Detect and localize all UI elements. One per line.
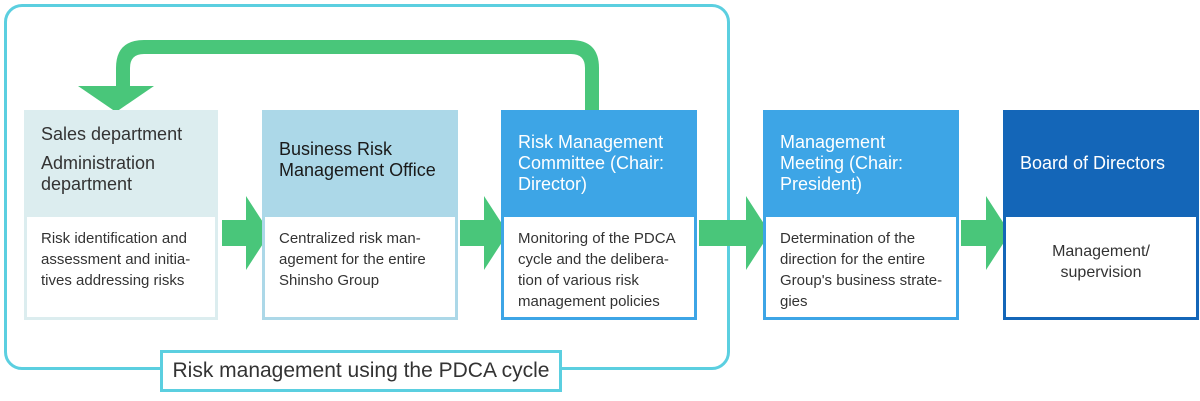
box-description: Risk identification and assessment and i…	[27, 217, 215, 317]
box-title: Risk Management Committee (Chair: Direct…	[518, 132, 665, 194]
box-description: Centralized risk man-agement for the ent…	[265, 217, 455, 317]
box-title: Business Risk Management Office	[279, 139, 436, 180]
feedback-loop-arrow	[78, 40, 599, 112]
risk-management-committee-box: Risk Management Committee (Chair: Direct…	[501, 110, 697, 320]
box-title: Management Meeting (Chair: President)	[780, 132, 904, 194]
business-risk-office-box: Business Risk Management Office Centrali…	[262, 110, 458, 320]
board-of-directors-box: Board of Directors Management/ supervisi…	[1003, 110, 1199, 320]
box-title: Sales department Administration departme…	[27, 113, 215, 217]
box-description: Monitoring of the PDCA cycle and the del…	[504, 217, 694, 317]
box-title: Board of Directors	[1020, 153, 1166, 173]
box-description: Determination of the direction for the e…	[766, 217, 956, 317]
pdca-cycle-label: Risk management using the PDCA cycle	[160, 350, 562, 392]
management-meeting-box: Management Meeting (Chair: President) De…	[763, 110, 959, 320]
flow-arrow-3	[699, 196, 770, 270]
box-title-line: Sales department	[41, 124, 183, 144]
box-description: Management/ supervision	[1006, 217, 1196, 317]
flow-arrow-1	[222, 196, 270, 270]
flow-arrow-4	[961, 196, 1010, 270]
flow-arrow-2	[460, 196, 508, 270]
box-title-line: Administration department	[41, 153, 156, 194]
sales-admin-department-box: Sales department Administration departme…	[24, 110, 218, 320]
